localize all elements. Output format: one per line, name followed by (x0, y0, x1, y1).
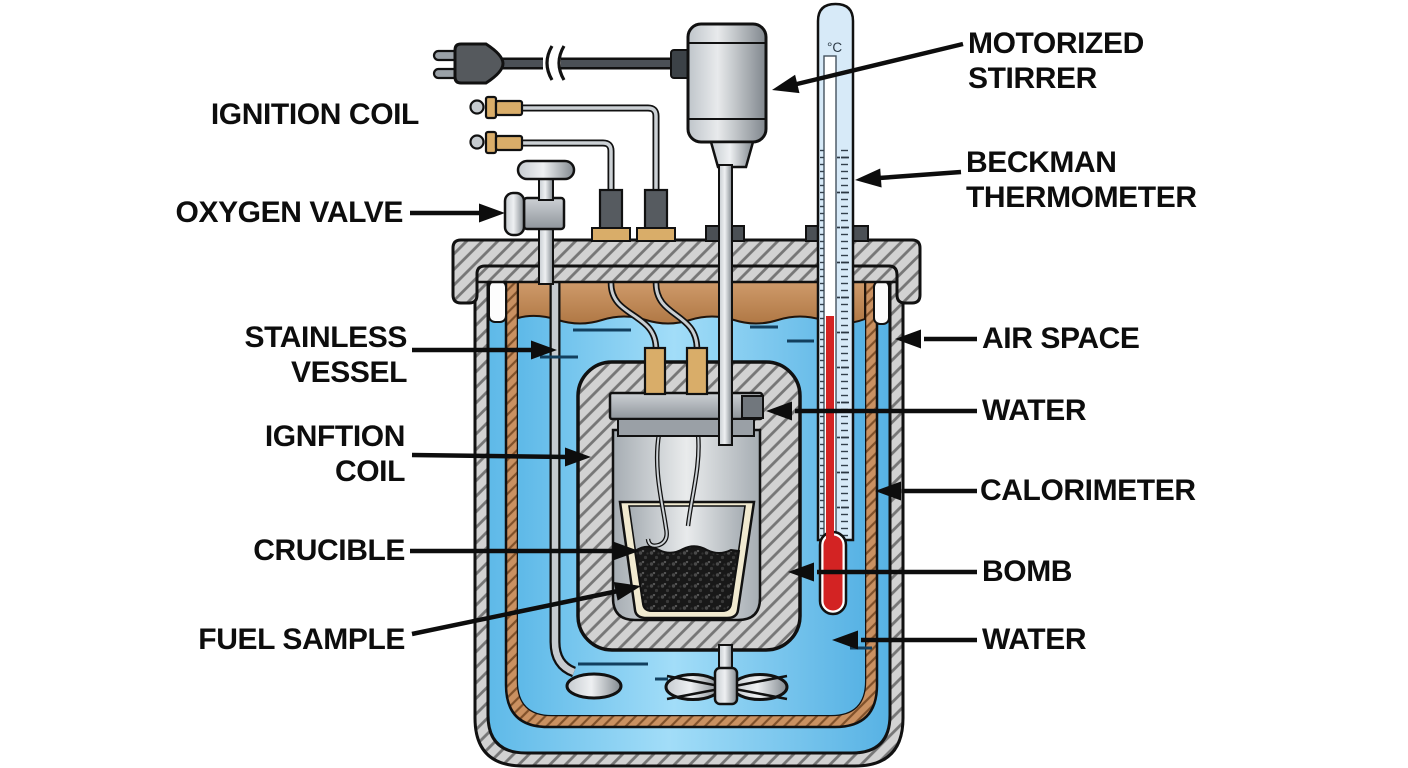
label-oxygen-valve: OXYGEN VALVE (175, 196, 404, 229)
ignition-coil-terminals (469, 95, 524, 155)
oxygen-tube-loop (565, 672, 623, 700)
oxygen-valve-knob (503, 191, 526, 237)
water-ripple-lines (540, 325, 872, 681)
air-slot-left (488, 280, 507, 323)
bomb-cap (608, 391, 764, 421)
calorimeter-lid (451, 238, 922, 305)
label-stainless-vessel: STAINLESS VESSEL (244, 321, 407, 389)
label-air-space: AIR SPACE (982, 322, 1140, 355)
beckman-thermometer: °C (816, 2, 855, 616)
stirrer-propeller (664, 644, 789, 706)
label-bomb: BOMB (982, 555, 1073, 588)
stirrer-shaft (718, 164, 733, 446)
air-slot-right (873, 280, 890, 325)
thermometer-unit-label: °C (827, 40, 842, 55)
electrode-base-right (636, 227, 676, 242)
bomb-cap-fitting (741, 395, 764, 419)
bomb-terminal-left (643, 346, 667, 396)
label-crucible: CRUCIBLE (253, 534, 405, 567)
label-fuel-sample: FUEL SAMPLE (198, 623, 405, 656)
cord-break-symbol (545, 45, 566, 81)
ignition-coil-wire (645, 433, 701, 548)
ignition-lead-wires (521, 104, 660, 192)
label-calorimeter: CALORIMETER (980, 474, 1196, 507)
power-cord (500, 45, 676, 81)
bomb-vessel (576, 360, 802, 652)
oxygen-valve (503, 159, 576, 285)
power-plug (432, 42, 505, 85)
label-motorized-stirrer: MOTORIZED STIRRER (968, 27, 1144, 95)
bomb-terminal-right (685, 346, 709, 396)
fuel-sample (633, 545, 741, 612)
label-beckman-thermometer: BECKMAN THERMOMETER (966, 146, 1197, 214)
electrode-base-left (591, 227, 631, 242)
air-space-band (517, 279, 866, 325)
label-ignition-coil-top: IGNITION COIL (210, 98, 420, 131)
label-ignftion-coil: IGNFTION COIL (264, 420, 406, 488)
mercury-column (826, 316, 834, 544)
bomb-cap-step (617, 418, 755, 437)
oxygen-tube (549, 282, 577, 678)
electrode-leads (607, 282, 701, 350)
label-water-upper: WATER (982, 394, 1087, 427)
leader-arrows (410, 41, 977, 650)
label-water-lower: WATER (982, 623, 1087, 656)
stirrer-motor (670, 22, 768, 169)
oxygen-valve-handle (516, 159, 576, 181)
